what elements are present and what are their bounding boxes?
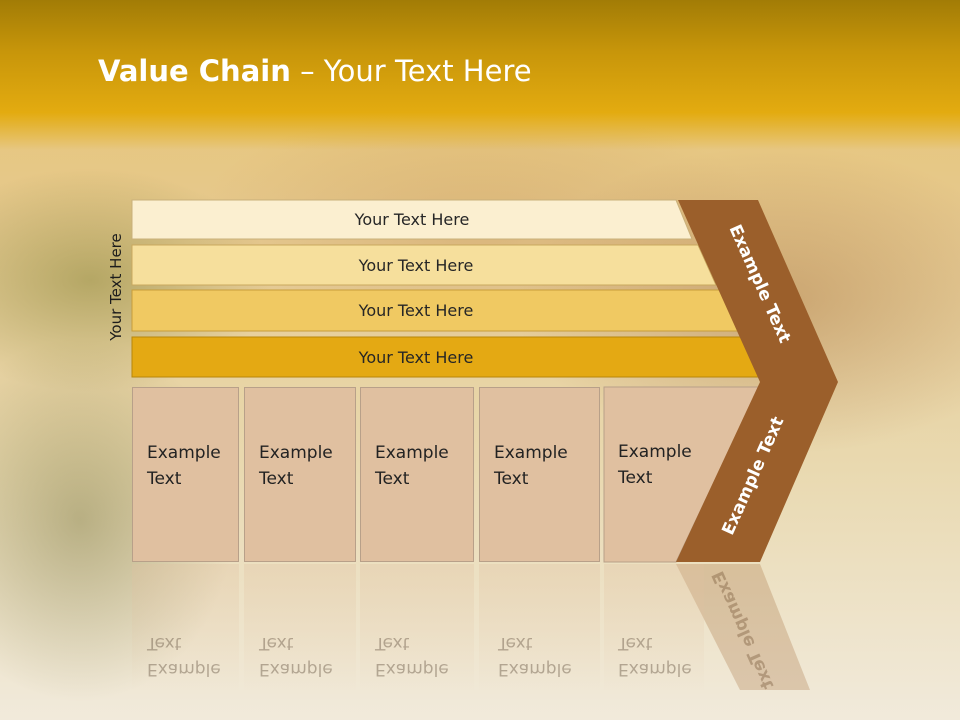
box-3-line1: Example xyxy=(375,443,449,463)
band-1-shape xyxy=(131,199,693,240)
band-2-shape xyxy=(131,244,717,286)
box-5-line1: Example xyxy=(618,442,692,462)
box-4-line2: Text xyxy=(494,469,529,489)
title-bold: Value Chain xyxy=(98,54,291,88)
header-band xyxy=(0,0,960,150)
box-3-line2: Text xyxy=(375,469,410,489)
band-3: Your Text Here xyxy=(132,290,700,331)
band-2-label: Your Text Here xyxy=(358,255,474,275)
box-4-line1: Example xyxy=(494,443,568,463)
band-3-label: Your Text Here xyxy=(358,301,474,320)
band-4: Your Text Here xyxy=(132,337,700,377)
box-2-line1: Example xyxy=(259,443,333,463)
page-title: Value Chain – Your Text Here xyxy=(98,54,532,88)
box-1-line1: Example xyxy=(147,443,221,463)
box-2-line2: Text xyxy=(259,469,294,489)
chevron-shape xyxy=(676,200,838,562)
band-2: Your Text Here xyxy=(132,245,700,285)
chevron-reflection xyxy=(676,564,810,690)
band-1: Your Text Here xyxy=(132,200,692,239)
band-4-label: Your Text Here xyxy=(358,347,474,367)
box-1-line2: Text xyxy=(147,469,182,489)
title-rest: – Your Text Here xyxy=(290,54,532,88)
band-1-label: Your Text Here xyxy=(354,210,470,229)
box-5-line2: Text xyxy=(618,468,653,488)
